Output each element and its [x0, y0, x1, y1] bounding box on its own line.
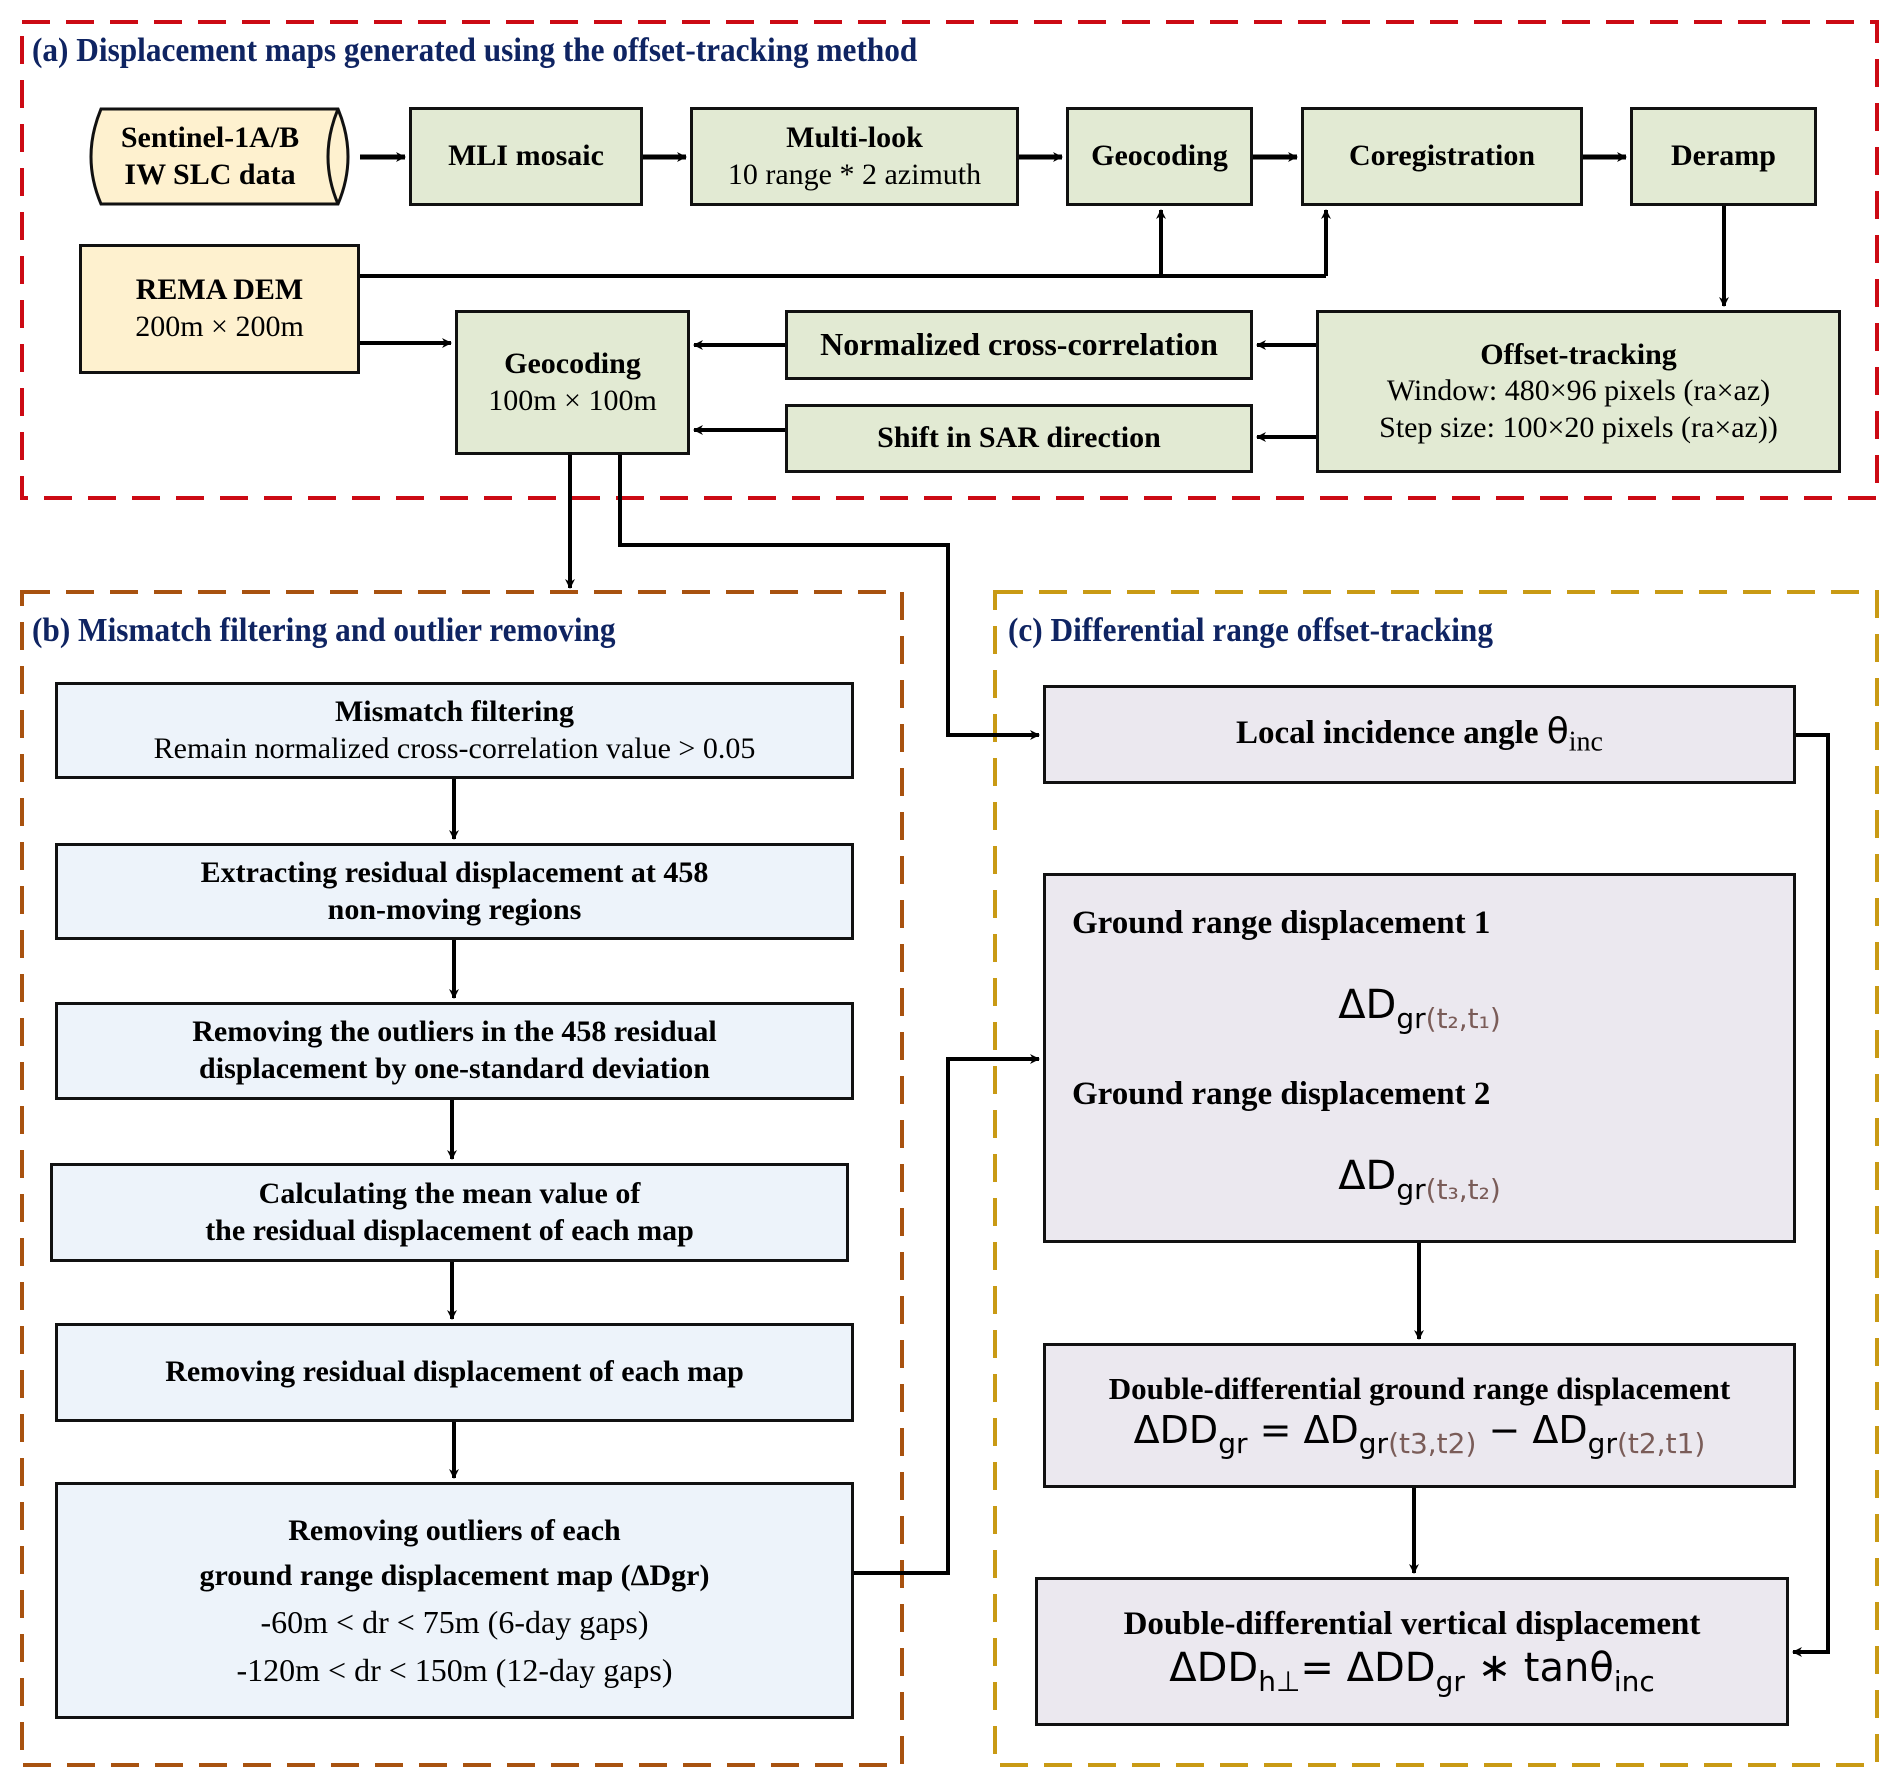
- coregistration-label: Coregistration: [1348, 139, 1536, 173]
- ddgr-t1-sub: gr: [1358, 1427, 1389, 1461]
- offset-tracking-window: Window: 480×96 pixels (ra×az): [1386, 374, 1771, 408]
- offset-tracking-step: Step size: 100×20 pixels (ra×az)): [1379, 410, 1778, 444]
- extract-residual-node: Extracting residual displacement at 458 …: [55, 843, 854, 940]
- ddgr-t1-args: (t3,t2): [1388, 1427, 1477, 1461]
- sentinel-line1: Sentinel-1A/B: [120, 120, 300, 154]
- sentinel-data-node: Sentinel-1A/B IW SLC data: [79, 107, 360, 206]
- remove-residual-label: Removing residual displacement of each m…: [165, 1355, 744, 1389]
- ground-range-1-eq: ΔDgr(t₂,t₁): [1338, 981, 1501, 1036]
- ddgr-t2-args: (t2,t1): [1616, 1427, 1706, 1461]
- ddh-op-sub: inc: [1613, 1665, 1655, 1699]
- ddh-lhs-sub: h⊥: [1258, 1665, 1301, 1699]
- ddh-eq: =: [1300, 1645, 1347, 1692]
- ddgr-eq: =: [1247, 1408, 1304, 1453]
- ddh-op: ∗ tanθ: [1464, 1645, 1614, 1692]
- ddh-lhs: ΔDD: [1169, 1645, 1259, 1692]
- mean-residual-line2: the residual displacement of each map: [205, 1213, 694, 1247]
- coregistration-node: Coregistration: [1301, 107, 1583, 206]
- eq1-args: (t₂,t₁): [1425, 1001, 1501, 1035]
- mismatch-filtering-label: Mismatch filtering: [334, 694, 575, 728]
- ground-range-node: Ground range displacement 1 ΔDgr(t₂,t₁) …: [1043, 873, 1796, 1243]
- rema-dem-node: REMA DEM 200m × 200m: [79, 244, 360, 374]
- extract-residual-line1: Extracting residual displacement at 458: [200, 855, 709, 889]
- ddh-rhs: ΔDD: [1346, 1645, 1436, 1692]
- arrow-incidence-to-ddh: [1792, 733, 1830, 1657]
- remove-outliers-map-line2: ground range displacement map (ΔDgr): [199, 1558, 710, 1592]
- eq2-args: (t₃,t₂): [1425, 1172, 1501, 1206]
- range-6-day: -60m < dr < 75m (6-day gaps): [260, 1603, 649, 1640]
- ddh-rhs-sub: gr: [1435, 1665, 1465, 1699]
- eq1-sub: gr: [1396, 1001, 1426, 1035]
- ddgr-t1: ΔD: [1303, 1408, 1359, 1453]
- eq2-sub: gr: [1396, 1172, 1426, 1206]
- ddgr-t2-sub: gr: [1587, 1427, 1617, 1461]
- multilook-node: Multi-look 10 range * 2 azimuth: [690, 107, 1019, 206]
- remove-outliers-std-line2: displacement by one-standard deviation: [199, 1052, 710, 1085]
- theta-subscript: inc: [1568, 726, 1603, 758]
- ddgr-t2: ΔD: [1532, 1408, 1588, 1453]
- theta-symbol: θ: [1546, 710, 1569, 752]
- ground-range-2-label: Ground range displacement 2: [1072, 1075, 1491, 1112]
- ground-range-2-eq: ΔDgr(t₃,t₂): [1338, 1152, 1501, 1207]
- ncc-node: Normalized cross-correlation: [785, 310, 1253, 380]
- incidence-angle-node: Local incidence angle θinc: [1043, 685, 1796, 784]
- deramp-label: Deramp: [1671, 139, 1776, 173]
- extract-residual-line2: non-moving regions: [327, 892, 582, 926]
- dd-vertical-node: Double-differential vertical displacemen…: [1035, 1577, 1789, 1726]
- multilook-detail: 10 range * 2 azimuth: [727, 157, 982, 191]
- remove-outliers-std-node: Removing the outliers in the 458 residua…: [55, 1002, 854, 1100]
- sentinel-line2: IW SLC data: [124, 157, 296, 191]
- incidence-angle-label: Local incidence angle θinc: [1236, 710, 1603, 760]
- geocoding-top-node: Geocoding: [1066, 107, 1253, 206]
- section-b-title: (b) Mismatch filtering and outlier remov…: [32, 612, 616, 649]
- dd-ground-label: Double-differential ground range displac…: [1108, 1370, 1731, 1406]
- mismatch-filtering-node: Mismatch filtering Remain normalized cro…: [55, 682, 854, 779]
- offset-tracking-label: Offset-tracking: [1480, 337, 1677, 371]
- remove-residual-node: Removing residual displacement of each m…: [55, 1323, 854, 1422]
- section-a-title: (a) Displacement maps generated using th…: [32, 32, 918, 69]
- eq1-base: ΔD: [1338, 981, 1397, 1028]
- ncc-label: Normalized cross-correlation: [820, 326, 1218, 363]
- dd-vertical-equation: ΔDDh⊥= ΔDDgr ∗ tanθinc: [1169, 1644, 1655, 1699]
- arrow-b-to-ground-range: [854, 1054, 1040, 1575]
- ddgr-lhs: ΔDD: [1133, 1408, 1219, 1453]
- geocoding-bottom-detail: 100m × 100m: [488, 383, 657, 417]
- ddgr-lhs-sub: gr: [1218, 1427, 1248, 1461]
- shift-label: Shift in SAR direction: [877, 421, 1161, 455]
- mli-mosaic-label: MLI mosaic: [448, 139, 604, 173]
- multilook-label: Multi-look: [786, 120, 923, 154]
- deramp-node: Deramp: [1630, 107, 1817, 206]
- ddgr-minus: −: [1476, 1408, 1533, 1453]
- section-c-title: (c) Differential range offset-tracking: [1008, 612, 1493, 649]
- mli-mosaic-node: MLI mosaic: [409, 107, 643, 206]
- dd-ground-node: Double-differential ground range displac…: [1043, 1343, 1796, 1488]
- mean-residual-line1: Calculating the mean value of: [258, 1176, 641, 1210]
- offset-tracking-node: Offset-tracking Window: 480×96 pixels (r…: [1316, 310, 1841, 473]
- eq2-base: ΔD: [1338, 1152, 1397, 1199]
- shift-node: Shift in SAR direction: [785, 404, 1253, 473]
- geocoding-bottom-label: Geocoding: [504, 346, 641, 380]
- dd-ground-equation: ΔDDgr = ΔDgr(t3,t2) − ΔDgr(t2,t1): [1134, 1407, 1706, 1461]
- database-cylinder-icon: [89, 107, 350, 206]
- mean-residual-node: Calculating the mean value of the residu…: [50, 1163, 849, 1262]
- incidence-text: Local incidence angle: [1236, 714, 1547, 751]
- rema-dem-detail: 200m × 200m: [135, 310, 304, 343]
- rema-dem-label: REMA DEM: [135, 273, 304, 307]
- remove-outliers-map-node: Removing outliers of each ground range d…: [55, 1482, 854, 1719]
- ground-range-1-label: Ground range displacement 1: [1072, 904, 1491, 941]
- dd-vertical-label: Double-differential vertical displacemen…: [1123, 1605, 1701, 1642]
- geocoding-top-label: Geocoding: [1091, 139, 1228, 173]
- range-12-day: -120m < dr < 150m (12-day gaps): [236, 1651, 673, 1688]
- mismatch-filtering-detail: Remain normalized cross-correlation valu…: [153, 731, 756, 765]
- remove-outliers-std-line1: Removing the outliers in the 458 residua…: [192, 1015, 717, 1049]
- geocoding-bottom-node: Geocoding 100m × 100m: [455, 310, 690, 455]
- remove-outliers-map-line1: Removing outliers of each: [288, 1513, 621, 1547]
